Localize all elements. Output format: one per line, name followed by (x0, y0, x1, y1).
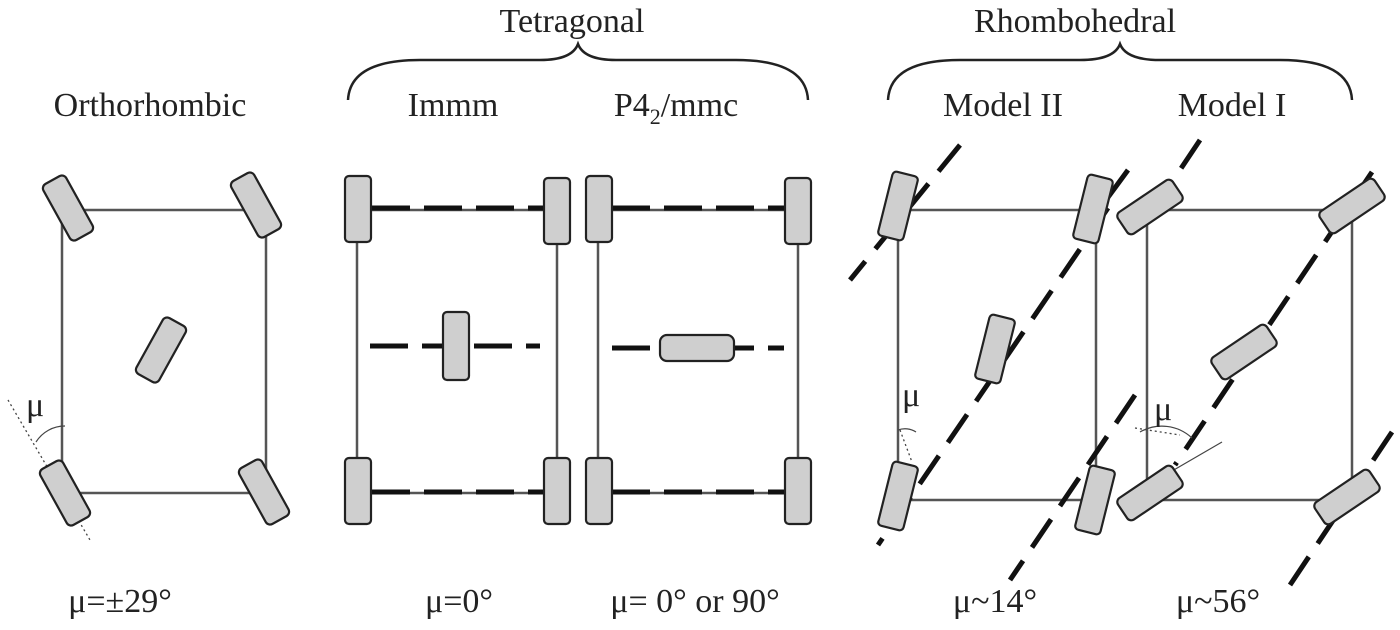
immm-cell (343, 174, 572, 526)
orthorhombic-frame (60, 208, 268, 495)
p42mmc-molecule-center (658, 333, 736, 363)
p42-subscript: 2 (650, 104, 661, 129)
model1-label: Model I (1178, 87, 1287, 124)
model1-angle-arc (1139, 425, 1193, 439)
model2-mu-symbol: μ (902, 377, 920, 414)
model2-dash-bottom (1007, 393, 1138, 582)
model2-frame (896, 208, 1098, 502)
immm-molecule-bl (343, 456, 373, 526)
model1-molecule-center (1210, 323, 1278, 381)
model2-dash-left (848, 143, 962, 282)
orthorhombic-angle-arc (35, 425, 66, 443)
p42mmc-angle-equation: μ= 0° or 90° (610, 583, 779, 620)
p42mmc-cell (584, 174, 813, 526)
tetragonal-header: Tetragonal (500, 3, 645, 40)
model1-angle-equation: μ~56° (1176, 583, 1260, 620)
model1-frame (1145, 208, 1354, 502)
model1-cell: μ (1116, 138, 1395, 587)
model1-molecule-br (1313, 468, 1381, 526)
immm-molecule-br (542, 456, 572, 526)
orthorhombic-mu-symbol: μ (26, 387, 44, 424)
model2-angle-equation: μ~14° (953, 583, 1037, 620)
model2-molecule-br (1074, 464, 1116, 536)
immm-molecule-tl (343, 174, 373, 244)
model2-label: Model II (943, 87, 1063, 124)
immm-angle-equation: μ=0° (425, 583, 493, 620)
orthorhombic-label: Orthorhombic (54, 87, 247, 124)
immm-label: Immm (408, 87, 499, 124)
model2-molecule-tl (877, 170, 919, 242)
model2-molecule-bl (877, 460, 919, 532)
model2-axis-line (899, 429, 913, 463)
model1-mu-symbol: μ (1154, 391, 1172, 428)
immm-molecule-center (441, 310, 471, 382)
rhombohedral-header: Rhombohedral (974, 3, 1176, 40)
p42-main: P4 (614, 87, 650, 124)
model1-molecule-bl (1116, 464, 1184, 522)
orthorhombic-molecule-center (134, 316, 188, 384)
p42mmc-molecule-bl (584, 456, 614, 526)
orthorhombic-molecule-bl (38, 459, 92, 527)
model1-dash-bottom (1287, 430, 1395, 587)
model1-molecule-tr (1318, 177, 1386, 235)
orthorhombic-molecule-tr (229, 171, 283, 239)
model2-molecule-tr (1072, 173, 1114, 245)
immm-molecule-tr (542, 176, 572, 246)
rhombohedral-brace (886, 40, 1354, 101)
orthorhombic-molecule-tl (41, 174, 95, 242)
orthorhombic-cell: μ (7, 171, 291, 541)
p42mmc-molecule-tl (584, 174, 614, 244)
model2-molecule-center (974, 313, 1016, 385)
model1-molecule-tl (1116, 178, 1184, 236)
p42mmc-label: P42/mmc (614, 87, 738, 129)
p42-rest: /mmc (661, 87, 738, 124)
p42mmc-molecule-br (783, 456, 813, 526)
orthorhombic-molecule-br (237, 458, 291, 526)
model2-angle-arc (897, 428, 917, 433)
tetragonal-brace (346, 40, 810, 101)
orthorhombic-angle-equation: μ=±29° (68, 583, 172, 620)
p42mmc-molecule-tr (783, 176, 813, 246)
model2-cell: μ (848, 143, 1138, 582)
